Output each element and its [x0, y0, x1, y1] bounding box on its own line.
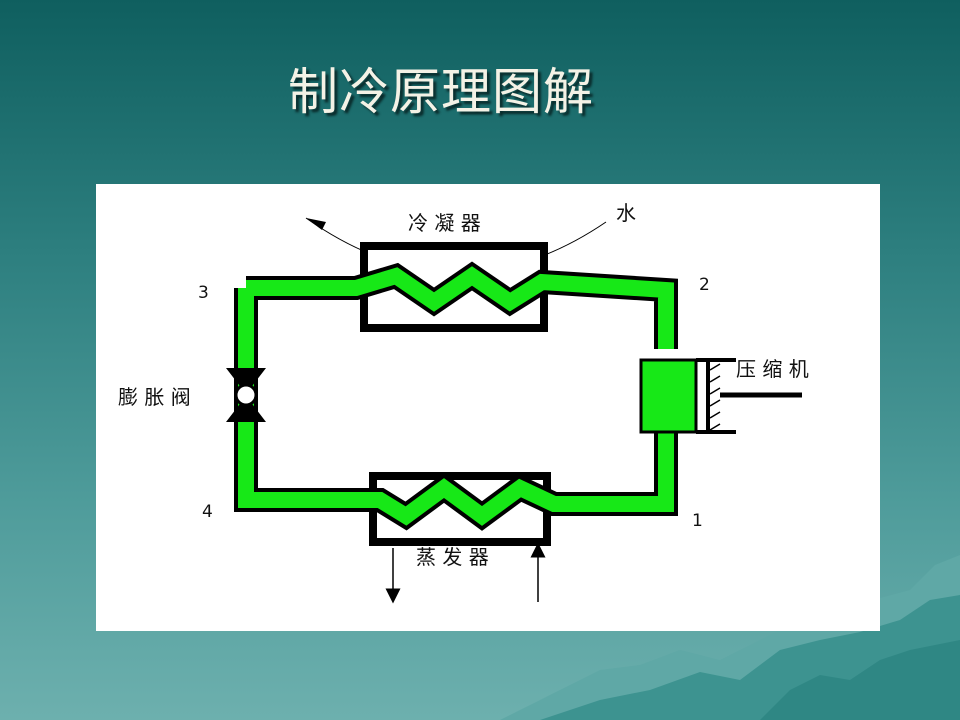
point-label-2: 2 — [699, 275, 710, 295]
compressor-label: 压 缩 机 — [736, 357, 809, 381]
condenser-label: 冷 凝 器 — [408, 211, 481, 235]
compressor-piston-hatch — [709, 363, 721, 431]
compressor-body — [639, 358, 698, 434]
point-label-3: 3 — [198, 283, 209, 303]
diagram-panel: 冷 凝 器 水 压 缩 机 膨 胀 阀 蒸 发 器 3 2 4 1 — [96, 184, 880, 631]
slide-title: 制冷原理图解 — [288, 63, 594, 121]
refrigerant-loop-low — [238, 288, 674, 526]
compressor-cylinder — [696, 358, 736, 434]
mountain-ridge — [760, 640, 960, 720]
refrigerant-loop-high — [246, 266, 674, 349]
evaporator-label: 蒸 发 器 — [416, 545, 489, 569]
point-label-1: 1 — [692, 511, 703, 531]
refrigeration-diagram: 冷 凝 器 水 压 缩 机 膨 胀 阀 蒸 发 器 3 2 4 1 — [118, 201, 809, 604]
water-label: 水 — [616, 201, 636, 225]
expansion-valve-symbol — [226, 368, 266, 422]
point-label-4: 4 — [202, 502, 213, 522]
expansion-valve-label: 膨 胀 阀 — [118, 385, 191, 409]
water-flow-arrow — [306, 218, 326, 230]
